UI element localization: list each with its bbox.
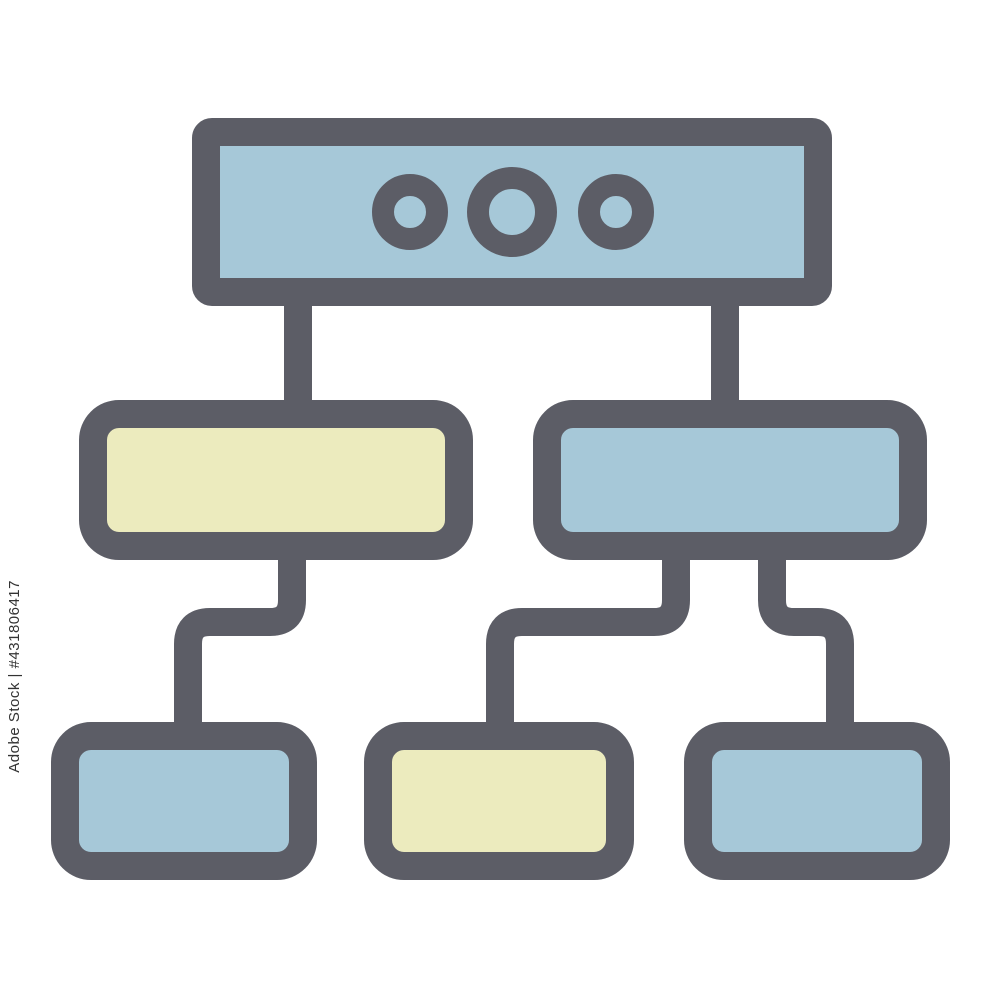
- dot-icon: [467, 167, 557, 257]
- dots-icon: [372, 167, 654, 257]
- stock-id-text: Adobe Stock | #431806417: [6, 580, 23, 773]
- connector-right-branch: [758, 546, 854, 736]
- leaf-node-3: [684, 722, 950, 880]
- connector-mid-branch: [486, 546, 690, 736]
- dot-icon: [578, 174, 654, 250]
- connectors: [174, 292, 854, 736]
- connector-left-branch: [174, 546, 306, 736]
- leaf-node-2: [364, 722, 634, 880]
- mid-node-right: [533, 400, 927, 560]
- dot-icon: [372, 174, 448, 250]
- leaf-node-1: [51, 722, 317, 880]
- mid-node-left: [79, 400, 473, 560]
